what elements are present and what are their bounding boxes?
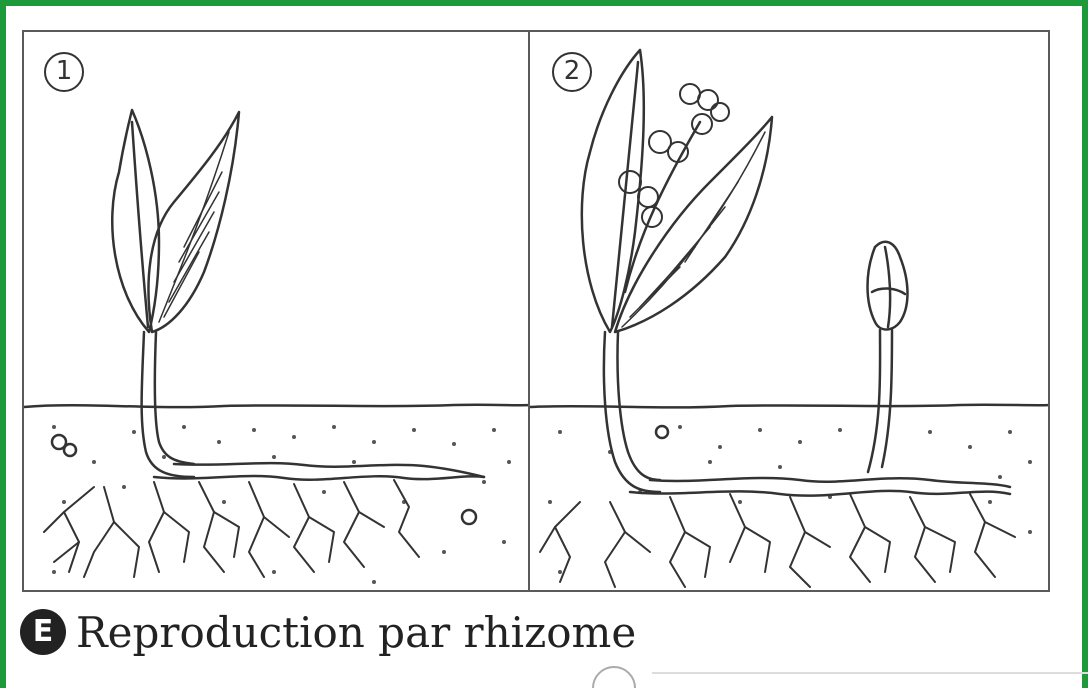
leaf-right xyxy=(615,117,772,332)
roots xyxy=(44,480,419,577)
rhizome xyxy=(154,476,484,480)
soil-surface xyxy=(530,405,1050,408)
roots xyxy=(540,494,1015,587)
stem xyxy=(604,332,660,492)
cropped-next-caption xyxy=(592,662,1088,688)
cropped-circle xyxy=(592,666,636,688)
pebbles xyxy=(656,426,668,438)
soil-dots xyxy=(52,425,511,584)
flower-stalk xyxy=(625,122,700,292)
new-shoot-stem xyxy=(868,330,880,472)
plant-illustration-1 xyxy=(24,32,530,592)
caption-text: Reproduction par rhizome xyxy=(76,608,636,657)
cropped-line xyxy=(652,672,1088,674)
caption-letter-badge: E xyxy=(20,609,66,655)
panel-1: 1 xyxy=(22,30,530,592)
rhizome xyxy=(630,491,1010,496)
plant-illustration-2 xyxy=(530,32,1050,592)
flower-bells xyxy=(619,84,729,227)
panel-2: 2 xyxy=(528,30,1050,592)
soil-surface xyxy=(24,405,530,407)
leaf-left xyxy=(112,110,159,332)
